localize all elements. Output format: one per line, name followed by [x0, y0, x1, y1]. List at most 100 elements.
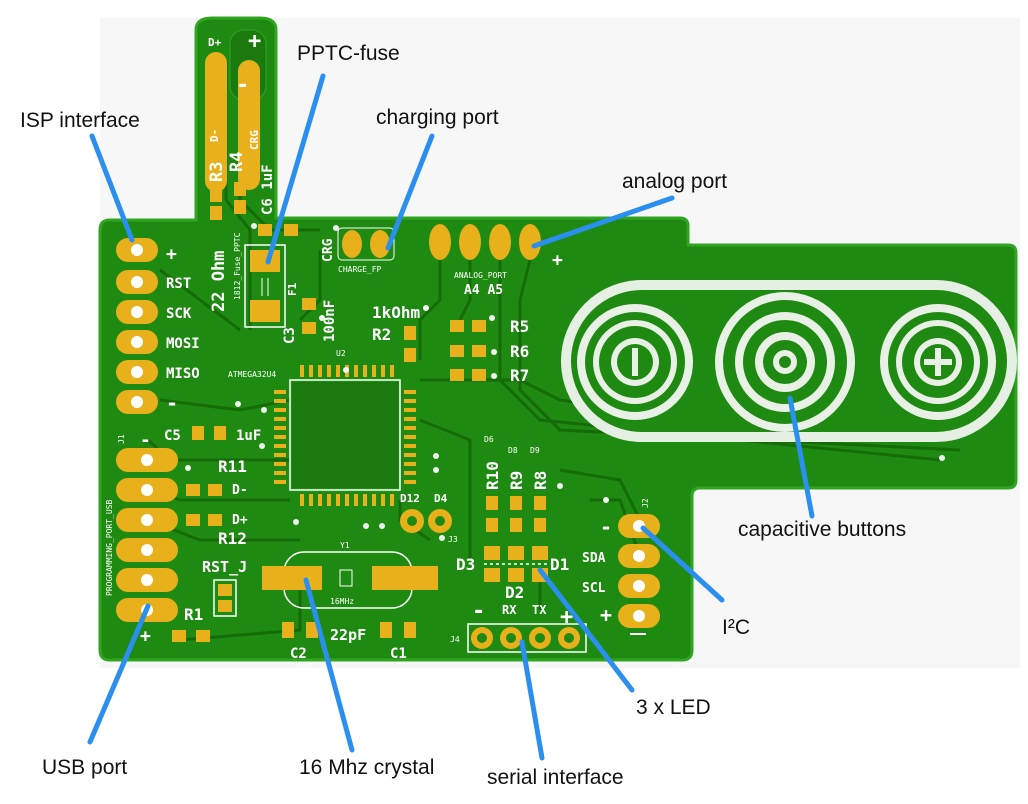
label-charging-port: charging port: [376, 106, 499, 129]
crystal-y1: Y1 16MHz C2 22pF C1: [262, 541, 438, 662]
label-pptc-fuse: PPTC-fuse: [297, 42, 400, 65]
usb-tongue: D+ + -: [205, 29, 267, 192]
vias: [185, 223, 945, 541]
crg-label: CRG: [248, 130, 261, 150]
leader-pptc: [265, 73, 326, 265]
charging-port: CRG CHARGE_FP: [321, 227, 395, 274]
charge-fp-label: CHARGE_FP: [338, 265, 382, 274]
d3-label: D3: [456, 555, 475, 574]
cap-button-plus: [880, 304, 996, 420]
leader-serial: [519, 639, 545, 761]
leader-usb: [87, 603, 151, 745]
leader-isp: [89, 133, 135, 243]
r2-label: R2: [372, 325, 391, 344]
usb-pad-dplus: [205, 52, 227, 192]
j4-label: J4: [450, 635, 460, 644]
leader-analog: [531, 195, 675, 249]
r6-label: R6: [510, 342, 529, 361]
leader-lines: [87, 73, 815, 761]
label-usb-port: USB port: [42, 756, 127, 779]
isp-minus-label: -: [166, 391, 178, 415]
capacitive-buttons-area: [561, 280, 1017, 442]
r10-label: R10: [483, 461, 502, 490]
mhz16-label: 16MHz: [330, 597, 354, 606]
kohm-label: 1kOhm: [372, 303, 421, 322]
i2c-minus-label: -: [600, 515, 612, 539]
fuse-pptc-label: 1812_Fuse_PPTC: [233, 232, 242, 300]
usb-minus-label: -: [236, 73, 249, 98]
r9-label: R9: [507, 471, 526, 490]
tx-label: TX: [532, 603, 547, 617]
i2c-port: J2 - SDA SCL +: [582, 498, 660, 635]
isp-interface: + RST SCK MOSI MISO -: [116, 238, 200, 415]
isp-sck-label: SCK: [166, 306, 192, 322]
rx-label: RX: [502, 603, 517, 617]
label-led: 3 x LED: [636, 696, 711, 719]
resistors-r5-r7: R5 R6 R7: [450, 317, 529, 385]
d-minus-top-label: D-: [208, 129, 221, 142]
j3-label: J3: [448, 535, 458, 544]
label-i2c: I²C: [722, 616, 750, 639]
analog-port-label: ANALOG_PORT: [454, 271, 507, 280]
pptc-fuse: F1 C3 100nF: [244, 244, 338, 344]
j1-label: J1: [117, 434, 126, 444]
leader-cap: [787, 395, 815, 519]
c2-label: C2: [290, 646, 307, 662]
label-analog-port: analog port: [622, 170, 727, 193]
cap-button-center: [715, 292, 855, 432]
label-crystal: 16 Mhz crystal: [299, 756, 434, 779]
d-minus-label: D-: [232, 483, 248, 498]
d1-label: D1: [550, 555, 569, 574]
cap-button-minus: [577, 304, 693, 420]
usb-pad-dminus: [238, 60, 260, 190]
scl-label: SCL: [582, 581, 606, 596]
usb-port-plus-label: +: [140, 626, 151, 647]
r1-label: R1: [184, 605, 203, 624]
d-plus-label: D+: [232, 513, 248, 528]
r3-label: R3: [207, 162, 227, 182]
r5-label: R5: [510, 317, 529, 336]
resistors-r3-r4: R3 R4 D- CRG C6 1uF 22 Ohm 1812_Fuse_PPT…: [207, 129, 298, 312]
led-section: D6 D8 D9 R10 R9 R8 D3 D1 D2: [456, 435, 569, 602]
r11-label: R11: [218, 457, 247, 476]
usb-plus-label: +: [248, 29, 261, 54]
usb-port-section: C5 1uF R11 D- D+ R12 RST_J R1 PROGRAMMIN…: [105, 426, 261, 647]
leader-crystal: [303, 577, 355, 753]
c5-label: C5: [164, 428, 181, 444]
label-isp-interface: ISP interface: [20, 109, 140, 132]
c1-label: C1: [390, 646, 407, 662]
uf1-label: 1uF: [236, 428, 261, 444]
rst-j-label: RST_J: [202, 558, 247, 576]
d12-label: D12: [400, 492, 420, 505]
isp-plus-label: +: [166, 244, 177, 265]
a4a5-label: A4 A5: [464, 283, 503, 298]
isp-mosi-label: MOSI: [166, 336, 200, 352]
f1-label: F1: [286, 282, 299, 296]
atmega-chip: U2 ATMEGA32U4: [228, 349, 416, 506]
r12-label: R12: [218, 529, 247, 548]
u2-label: U2: [336, 349, 346, 358]
d2-label: D2: [505, 583, 524, 602]
d9-label: D9: [530, 446, 540, 455]
r7-label: R7: [510, 366, 529, 385]
d8-label: D8: [508, 446, 518, 455]
d6-label: D6: [484, 435, 494, 444]
y1-label: Y1: [340, 541, 350, 550]
prog-port-label: PROGRAMMING_PORT_USB: [105, 499, 114, 596]
r4-label: R4: [227, 152, 247, 172]
resistor-r2: 1kOhm R2: [372, 303, 421, 362]
c3-label: C3: [282, 327, 298, 344]
leader-led: [537, 567, 635, 693]
nf100-label: 100nF: [322, 300, 338, 342]
isp-miso-label: MISO: [166, 366, 200, 382]
crg2-label: CRG: [321, 238, 336, 262]
label-capacitive-buttons: capacitive buttons: [738, 518, 906, 541]
label-serial-interface: serial interface: [487, 766, 624, 789]
d4-label: D4: [434, 492, 448, 505]
leader-charging: [385, 133, 435, 251]
c6-label: C6 1uF: [260, 164, 276, 215]
isp-rst-label: RST: [166, 276, 191, 292]
serial-minus-label: -: [472, 599, 485, 624]
usb-dplus-label: D+: [208, 36, 222, 49]
